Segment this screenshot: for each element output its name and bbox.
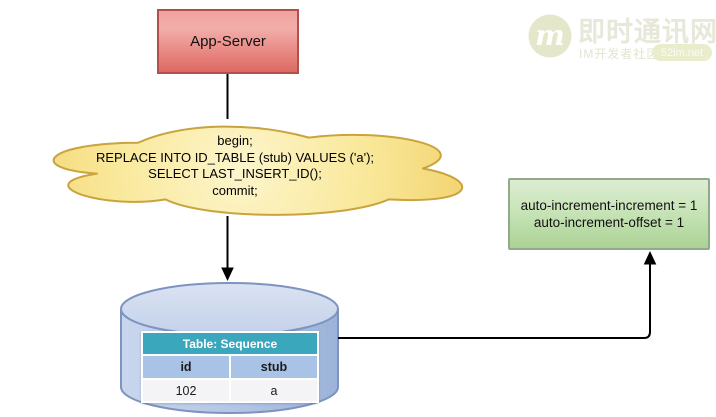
arrowhead-down-icon <box>221 267 234 281</box>
config-line: auto-increment-offset = 1 <box>533 215 685 230</box>
app-server-label: App-Server <box>190 33 266 50</box>
column-header-stub: stub <box>231 356 317 378</box>
watermark-badge: 52im.net <box>652 44 712 61</box>
sql-line: begin; <box>217 133 253 148</box>
watermark-subtitle: IM开发者社区 <box>579 47 660 61</box>
sql-cloud-shape <box>52 125 464 216</box>
arrowhead-up-icon <box>643 251 657 265</box>
auto-increment-config-node: auto-increment-increment = 1 auto-increm… <box>508 178 710 250</box>
app-server-node: App-Server <box>157 9 299 74</box>
cell-stub-value: a <box>231 380 317 401</box>
sequence-table-header-row: id stub <box>143 356 317 378</box>
watermark-logo-icon: m <box>528 14 572 58</box>
watermark-title: 即时通讯网 <box>578 17 716 47</box>
sequence-table: Table: Sequence id stub 102 a <box>141 331 319 403</box>
sql-cloud-text: begin; REPLACE INTO ID_TABLE (stub) VALU… <box>30 133 440 199</box>
cell-id-value: 102 <box>143 380 229 401</box>
sequence-table-title: Table: Sequence <box>143 333 317 354</box>
table-row: 102 a <box>143 380 317 401</box>
watermark-logo-letter: m <box>535 19 565 52</box>
config-line: auto-increment-increment = 1 <box>520 198 698 213</box>
database-cylinder-top <box>120 282 339 336</box>
watermark: m 即时通讯网 IM开发者社区 52im.net <box>526 8 716 66</box>
sql-line: commit; <box>212 182 258 198</box>
sql-line: REPLACE INTO ID_TABLE (stub) VALUES ('a'… <box>95 149 375 165</box>
column-header-id: id <box>143 356 229 378</box>
sql-line: SELECT LAST_INSERT_ID(); <box>148 166 322 181</box>
edge-database-to-config <box>338 262 651 339</box>
